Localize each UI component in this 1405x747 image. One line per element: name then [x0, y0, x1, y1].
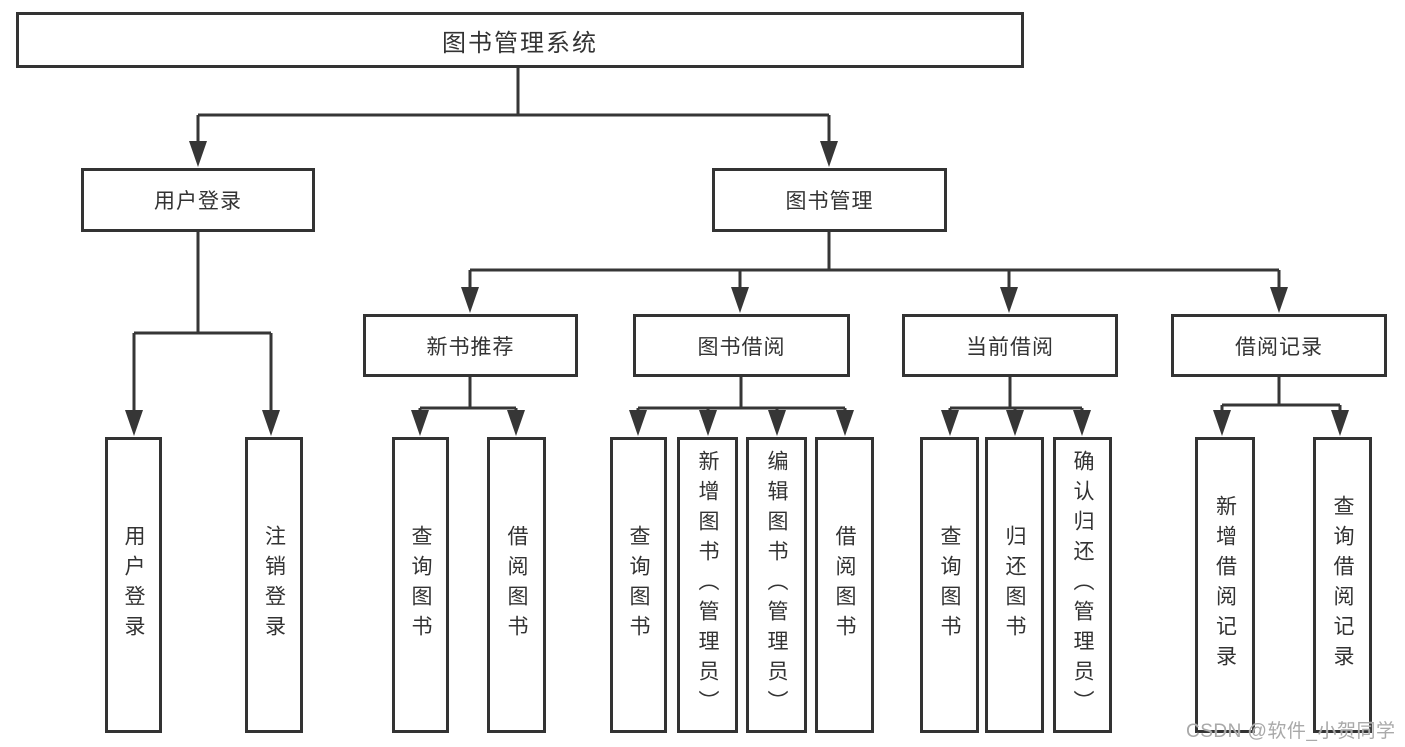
- leaf-query-books-3: 查询图书: [920, 437, 979, 733]
- leaf-return-books: 归还图书: [985, 437, 1044, 733]
- arrowhead: [941, 410, 959, 436]
- arrowhead: [820, 141, 838, 167]
- leaf-query-books-1: 查询图书: [392, 437, 449, 733]
- arrowhead: [1073, 410, 1091, 436]
- node-new-book-recommend: 新书推荐: [363, 314, 578, 377]
- node-book-management: 图书管理: [712, 168, 947, 232]
- leaf-user-login: 用户登录: [105, 437, 162, 733]
- arrowhead: [699, 410, 717, 436]
- node-current-borrowing: 当前借阅: [902, 314, 1118, 377]
- node-book-borrowing: 图书借阅: [633, 314, 850, 377]
- arrowhead: [125, 410, 143, 436]
- leaf-query-books-2: 查询图书: [610, 437, 667, 733]
- arrowheads: [125, 141, 1349, 436]
- leaf-borrow-books-2: 借阅图书: [815, 437, 874, 733]
- node-root-library-system: 图书管理系统: [16, 12, 1024, 68]
- leaf-borrow-books-1: 借阅图书: [487, 437, 546, 733]
- leaf-query-borrow-record: 查询借阅记录: [1313, 437, 1372, 733]
- arrowhead: [731, 287, 749, 313]
- arrowhead: [1270, 287, 1288, 313]
- arrowhead: [411, 410, 429, 436]
- arrowhead: [1213, 410, 1231, 436]
- leaf-add-borrow-record: 新增借阅记录: [1195, 437, 1255, 733]
- arrowhead: [1006, 410, 1024, 436]
- node-user-login: 用户登录: [81, 168, 315, 232]
- arrowhead: [836, 410, 854, 436]
- node-borrowing-records: 借阅记录: [1171, 314, 1387, 377]
- arrowhead: [189, 141, 207, 167]
- arrowhead: [507, 410, 525, 436]
- leaf-add-books-admin: 新增图书（管理员）: [677, 437, 738, 733]
- arrowhead: [1000, 287, 1018, 313]
- arrowhead: [1331, 410, 1349, 436]
- arrowhead: [461, 287, 479, 313]
- csdn-watermark: CSDN @软件_小贺同学: [1186, 721, 1396, 742]
- arrowhead: [768, 410, 786, 436]
- arrowhead: [629, 410, 647, 436]
- arrowhead: [262, 410, 280, 436]
- leaf-confirm-return-admin: 确认归还（管理员）: [1053, 437, 1112, 733]
- leaf-logout: 注销登录: [245, 437, 303, 733]
- leaf-edit-books-admin: 编辑图书（管理员）: [746, 437, 807, 733]
